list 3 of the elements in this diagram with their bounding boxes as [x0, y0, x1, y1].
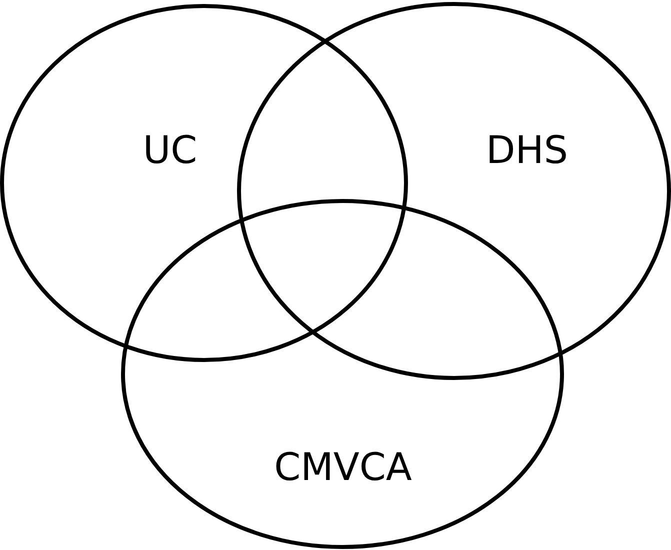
set-label: CMVCA	[274, 448, 412, 486]
set-label: UC	[142, 131, 198, 169]
set-label: DHS	[486, 131, 568, 169]
